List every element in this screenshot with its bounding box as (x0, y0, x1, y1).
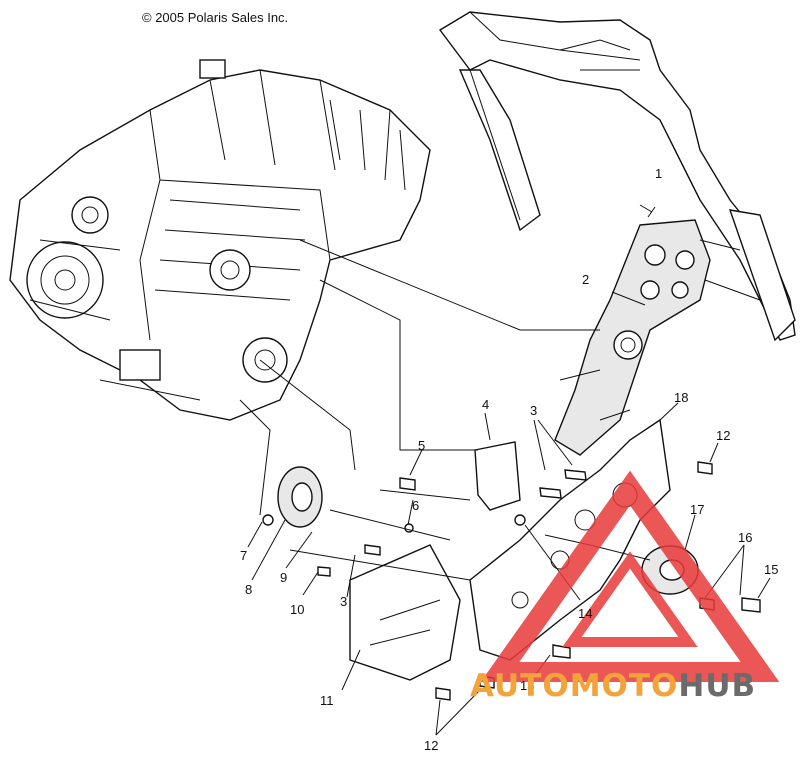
part-8-engine-mount (277, 466, 323, 528)
part-2-mount-plate (554, 219, 711, 456)
part-11-bracket (349, 544, 461, 681)
callout-17: 17 (690, 502, 705, 517)
watermark-part1: AUTOMOTO (470, 668, 679, 704)
callout-6: 6 (412, 498, 420, 513)
callout-3-lower: 3 (340, 594, 348, 609)
callout-11: 11 (320, 693, 334, 708)
callout-8: 8 (245, 582, 253, 597)
callout-18: 18 (674, 390, 689, 405)
callout-14: 14 (578, 606, 593, 621)
part-4-bracket (474, 441, 521, 511)
callout-2: 2 (582, 272, 590, 287)
callout-5: 5 (418, 438, 426, 453)
watermark-triangle (480, 470, 780, 682)
callout-4: 4 (482, 397, 490, 412)
callout-3: 3 (530, 403, 538, 418)
callout-9: 9 (280, 570, 288, 585)
frame-tube (438, 11, 796, 342)
callout-16: 16 (738, 530, 753, 545)
watermark-logo: AUTOMOTOHUB (470, 668, 756, 704)
callout-1: 1 (655, 166, 663, 181)
callout-7: 7 (240, 548, 248, 563)
callout-15: 15 (764, 562, 779, 577)
engine-assembly (9, 59, 431, 421)
callout-12-upper: 12 (716, 428, 731, 443)
copyright-text: © 2005 Polaris Sales Inc. (142, 10, 289, 25)
callout-12-lower: 12 (424, 738, 439, 753)
callout-10: 10 (290, 602, 305, 617)
callout-13: 13 (520, 678, 535, 693)
watermark-part2: HUB (678, 668, 757, 704)
